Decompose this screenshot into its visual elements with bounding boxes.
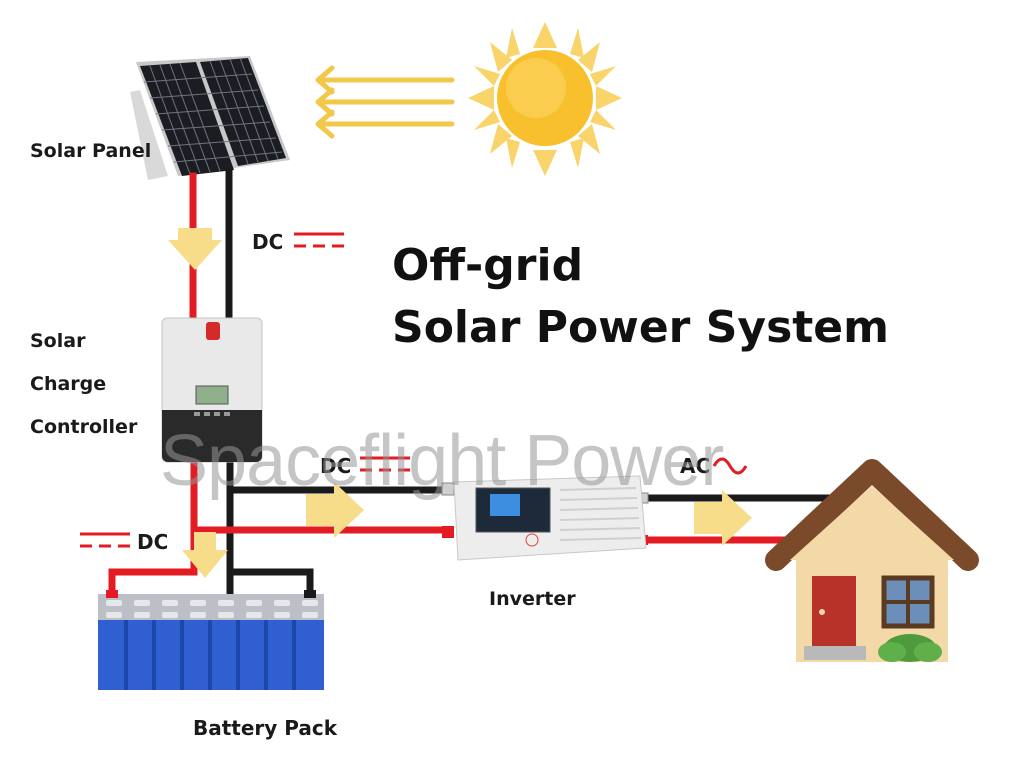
down-arrow-icon (182, 532, 228, 578)
controller-label-line-2: Charge (30, 373, 107, 395)
diagram-title-line-1: Off-grid (392, 240, 584, 291)
sun-icon (468, 22, 622, 176)
charge-controller-icon (161, 317, 263, 463)
controller-label-line-3: Controller (30, 416, 138, 438)
flow-arrows (168, 228, 752, 578)
controller-label-line-1: Solar (30, 330, 86, 352)
solar-panel-icon (130, 56, 290, 180)
dc-symbol-icon (294, 232, 344, 248)
ac-label-house: AC (680, 454, 711, 478)
dc-symbol-icon (360, 456, 410, 472)
solar-panel-label: Solar Panel (30, 140, 152, 162)
dc-symbol-icon (80, 532, 130, 548)
right-arrow-icon (306, 482, 364, 538)
house-icon (765, 459, 979, 662)
dc-label-panel: DC (252, 230, 284, 254)
ac-wave-icon (712, 457, 748, 475)
inverter-label: Inverter (489, 588, 576, 610)
inverter-icon (441, 475, 649, 561)
battery-pack-icon (98, 590, 324, 690)
battery-pack-label: Battery Pack (193, 716, 338, 740)
watermark-text: Spaceflight Power (160, 421, 724, 501)
wires (108, 168, 834, 599)
right-arrow-icon (694, 490, 752, 546)
dc-label-battery: DC (137, 530, 169, 554)
sunlight-arrows-icon (315, 65, 455, 139)
diagram-title-line-2: Solar Power System (392, 302, 889, 353)
dc-label-inverter: DC (320, 454, 352, 478)
down-arrow-icon (168, 228, 222, 270)
